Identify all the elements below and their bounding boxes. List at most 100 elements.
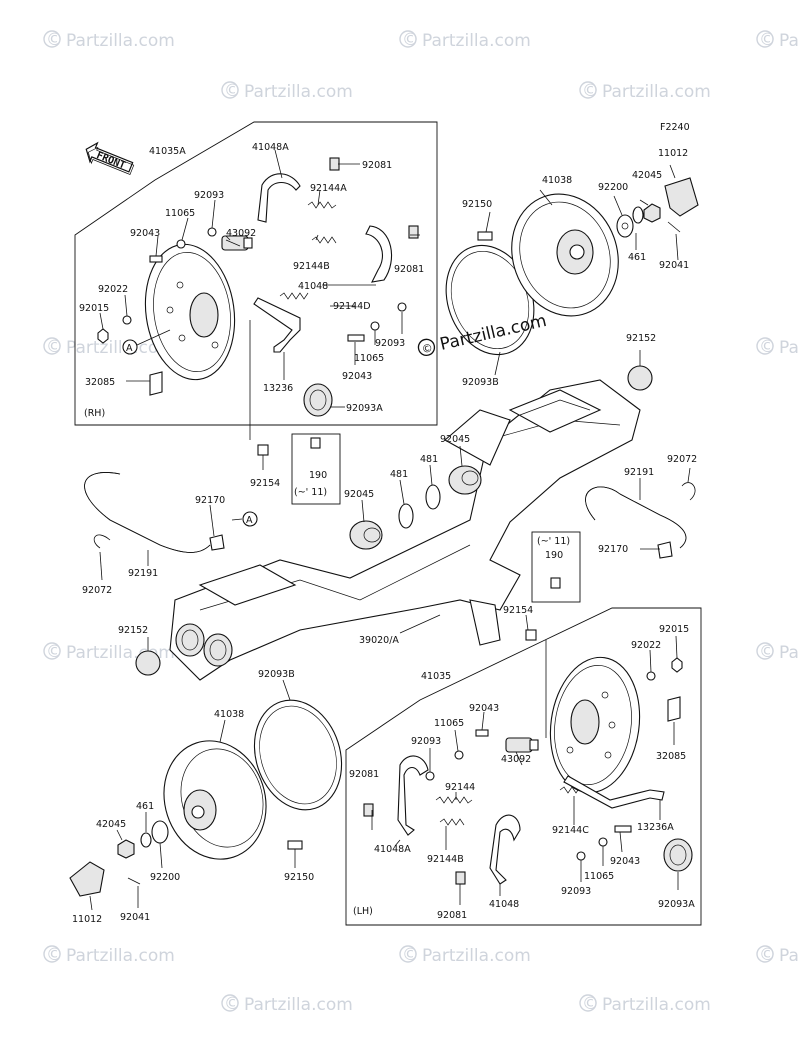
watermark-bottom-left: © Partzilla.com bbox=[43, 945, 175, 966]
label-92081-lh: 92081 bbox=[349, 769, 379, 780]
bolt-92154-upper bbox=[257, 444, 269, 456]
label-92081-lh2: 92081 bbox=[437, 910, 467, 921]
lh-clip-32085 bbox=[667, 696, 681, 722]
label-92041-bottom: 92041 bbox=[120, 912, 150, 923]
label-11-upper: (~' 11) bbox=[294, 487, 327, 498]
label-41038-top: 41038 bbox=[542, 175, 572, 186]
label-11065-mid: 11065 bbox=[354, 353, 384, 364]
rh-label: (RH) bbox=[84, 408, 105, 419]
label-92150-top: 92150 bbox=[462, 199, 492, 210]
lh-washer-461 bbox=[140, 832, 152, 848]
label-92152-top: 92152 bbox=[626, 333, 656, 344]
label-32085-lh: 32085 bbox=[656, 751, 686, 762]
ring-481-lower bbox=[398, 503, 414, 529]
figure-code: F2240 bbox=[660, 122, 690, 133]
inset-box-upper bbox=[291, 433, 341, 505]
lh-backing-plate bbox=[549, 656, 641, 794]
label-461-bottom: 461 bbox=[136, 801, 154, 812]
svg-text:Partzilla.com: Partzilla.com bbox=[779, 643, 800, 663]
lh-washer-11065-b bbox=[598, 837, 608, 847]
rh-washer-92200 bbox=[616, 214, 634, 238]
label-92144B-lh: 92144B bbox=[427, 854, 464, 865]
lh-nut-92015 bbox=[671, 657, 683, 673]
watermark-footer-left: © Partzilla.com bbox=[221, 994, 353, 1015]
label-92191-left: 92191 bbox=[128, 568, 158, 579]
lh-washer-92022 bbox=[646, 671, 656, 681]
lh-lever-13236A bbox=[563, 775, 665, 809]
label-92144D: 92144D bbox=[333, 301, 371, 312]
rh-seal-92093A bbox=[303, 383, 333, 417]
lh-washer-92093-b bbox=[576, 851, 586, 861]
lh-shoe-41048A bbox=[397, 755, 429, 836]
label-92045-upper: 92045 bbox=[440, 434, 470, 445]
bushing-92045-upper bbox=[448, 465, 482, 495]
label-41048A-lh: 41048A bbox=[374, 844, 411, 855]
rh-washer-92022 bbox=[122, 315, 132, 325]
lh-wheel-cylinder bbox=[505, 737, 539, 753]
label-39020A: 39020/A bbox=[359, 635, 399, 646]
rh-cap-11012 bbox=[664, 177, 699, 217]
label-92200-top: 92200 bbox=[598, 182, 628, 193]
svg-text:©: © bbox=[759, 30, 776, 50]
lh-washer-92200 bbox=[151, 820, 169, 844]
svg-text:©: © bbox=[420, 341, 434, 356]
label-481-upper: 481 bbox=[420, 454, 438, 465]
inset-box-lower bbox=[531, 531, 581, 603]
watermark-bottom-right: © Partzilla.com bbox=[756, 945, 800, 966]
label-41048-top: 41048 bbox=[298, 281, 328, 292]
label-92093A-lh: 92093A bbox=[658, 899, 695, 910]
rh-nut-92015 bbox=[97, 328, 109, 344]
label-92170-right: 92170 bbox=[598, 544, 628, 555]
svg-text:Partzilla.com: Partzilla.com bbox=[66, 338, 175, 358]
lh-assembly-frame bbox=[345, 607, 702, 926]
label-92150-bottom: 92150 bbox=[284, 872, 314, 883]
watermark-group: © Partzilla.com © Partzilla.com © Partzi… bbox=[43, 30, 800, 1015]
lh-brake-drum-assembly bbox=[69, 699, 343, 897]
svg-text:Partzilla.com: Partzilla.com bbox=[422, 946, 531, 966]
rh-brake-drum-assembly bbox=[445, 177, 699, 356]
bolt-92154-lower bbox=[525, 629, 537, 641]
label-92015-lh: 92015 bbox=[659, 624, 689, 635]
rh-lever-13236 bbox=[253, 297, 301, 353]
front-arrow-icon: FRONT bbox=[85, 141, 135, 175]
lh-washer-92093 bbox=[425, 771, 435, 781]
clip-92072-right bbox=[681, 482, 696, 501]
svg-text:Partzilla.com: Partzilla.com bbox=[779, 31, 800, 51]
axle-housing-39020A bbox=[169, 379, 641, 681]
label-32085-top: 32085 bbox=[85, 377, 115, 388]
rh-pin-92043-b bbox=[347, 334, 365, 342]
svg-text:Partzilla.com: Partzilla.com bbox=[779, 338, 800, 358]
rh-washer-11065-b bbox=[370, 321, 380, 331]
rh-spring-92144D bbox=[279, 292, 309, 300]
svg-text:Partzilla.com: Partzilla.com bbox=[602, 82, 711, 102]
label-92072-left: 92072 bbox=[82, 585, 112, 596]
label-92144C: 92144C bbox=[552, 825, 589, 836]
watermark-mid-right: © Partzilla.com bbox=[756, 337, 800, 358]
label-92015-top: 92015 bbox=[79, 303, 109, 314]
watermark-top-right: © Partzilla.com bbox=[756, 30, 800, 51]
lh-drum-leaders bbox=[89, 679, 296, 911]
label-92144A: 92144A bbox=[310, 183, 347, 194]
label-11065-lh: 11065 bbox=[434, 718, 464, 729]
label-92200-bottom: 92200 bbox=[150, 872, 180, 883]
brake-hose-right bbox=[585, 486, 687, 549]
axle-leaders bbox=[99, 350, 691, 651]
label-92093-mid: 92093 bbox=[375, 338, 405, 349]
rh-callout-a bbox=[122, 339, 138, 355]
svg-text:©: © bbox=[759, 945, 776, 965]
ring-481-upper bbox=[425, 484, 441, 510]
lh-shoe-41048 bbox=[489, 814, 521, 885]
label-41035: 41035 bbox=[421, 671, 451, 682]
svg-text:©: © bbox=[46, 337, 63, 357]
label-92093-lh2: 92093 bbox=[561, 886, 591, 897]
axle-bushings bbox=[135, 365, 653, 676]
label-11065-top: 11065 bbox=[165, 208, 195, 219]
rh-spring-92144A bbox=[307, 201, 337, 209]
label-92144: 92144 bbox=[445, 782, 475, 793]
label-190-upper: 190 bbox=[309, 470, 327, 481]
clamp-92170-right bbox=[657, 541, 673, 559]
label-92093B-bottom: 92093B bbox=[258, 669, 295, 680]
lh-clip-92081-bottom bbox=[455, 871, 466, 885]
rh-bolt-92150 bbox=[477, 231, 493, 241]
